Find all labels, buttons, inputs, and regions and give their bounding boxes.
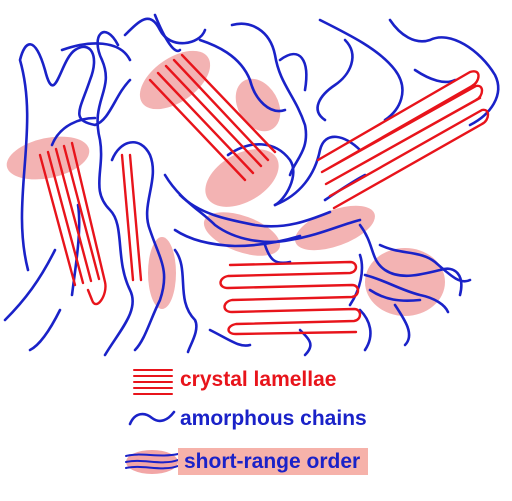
lamella-mid-left — [122, 155, 141, 280]
crystal-lamellae-symbol — [134, 370, 172, 394]
lamella-bottom — [221, 262, 361, 334]
legend-short-range-order-label: short-range order — [178, 448, 368, 475]
order-region — [365, 248, 445, 316]
legend-amorphous-chains-label: amorphous chains — [180, 408, 367, 429]
order-region — [198, 203, 285, 264]
order-region — [227, 71, 290, 139]
amorphous-chain-symbol — [130, 412, 174, 424]
legend-crystal-lamellae-label: crystal lamellae — [180, 369, 336, 390]
short-range-order-symbol — [126, 450, 178, 474]
order-region — [148, 237, 176, 309]
short-range-order-regions — [3, 39, 445, 316]
legend-symbols — [126, 370, 178, 474]
